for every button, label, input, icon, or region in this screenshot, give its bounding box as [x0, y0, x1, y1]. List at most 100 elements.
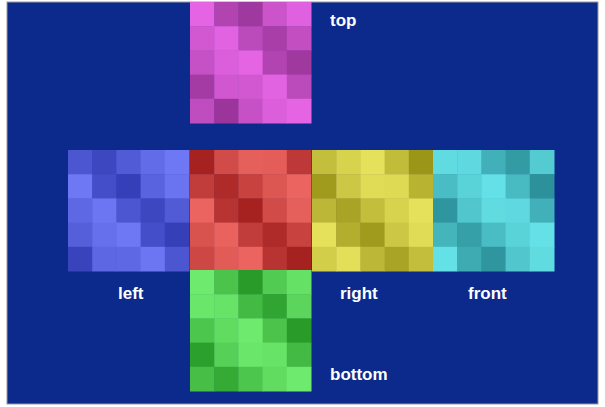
- texture-cell: [336, 150, 361, 175]
- texture-cell: [116, 247, 141, 272]
- texture-cell: [287, 367, 312, 392]
- texture-cell: [409, 247, 434, 272]
- texture-cell: [68, 223, 93, 248]
- texture-cell: [68, 198, 93, 223]
- texture-cell: [190, 223, 215, 248]
- texture-cell: [336, 174, 361, 199]
- texture-cell: [141, 247, 166, 272]
- texture-cell: [506, 223, 531, 248]
- texture-cell: [530, 174, 555, 199]
- texture-cell: [214, 270, 239, 295]
- texture-cell: [287, 247, 312, 272]
- texture-cell: [116, 174, 141, 199]
- texture-cell: [287, 318, 312, 343]
- texture-cell: [312, 174, 337, 199]
- texture-cell: [433, 223, 458, 248]
- texture-cell: [214, 99, 239, 124]
- face-label: right: [340, 285, 378, 302]
- texture-cell: [263, 247, 288, 272]
- texture-cell: [92, 247, 117, 272]
- texture-cell: [433, 174, 458, 199]
- texture-cell: [92, 198, 117, 223]
- texture-cell: [68, 174, 93, 199]
- texture-cell: [190, 343, 215, 368]
- texture-cell: [263, 294, 288, 319]
- texture-cell: [312, 150, 337, 175]
- texture-cell: [385, 223, 410, 248]
- texture-cell: [385, 247, 410, 272]
- texture-cell: [214, 174, 239, 199]
- texture-cell: [214, 75, 239, 100]
- texture-cell: [190, 174, 215, 199]
- texture-cell: [238, 223, 263, 248]
- texture-cell: [481, 247, 506, 272]
- texture-cell: [238, 247, 263, 272]
- texture-cell: [263, 223, 288, 248]
- texture-cell: [238, 150, 263, 175]
- texture-cell: [263, 198, 288, 223]
- texture-cell: [190, 318, 215, 343]
- texture-cell: [141, 223, 166, 248]
- texture-cell: [457, 247, 482, 272]
- texture-cell: [287, 50, 312, 75]
- texture-cell: [336, 198, 361, 223]
- background-panel: [7, 2, 598, 404]
- texture-cell: [263, 75, 288, 100]
- right-face: [312, 150, 434, 272]
- texture-cell: [312, 198, 337, 223]
- texture-cell: [287, 99, 312, 124]
- texture-cell: [409, 223, 434, 248]
- texture-cell: [238, 294, 263, 319]
- texture-cell: [238, 26, 263, 51]
- texture-cell: [263, 343, 288, 368]
- texture-cell: [481, 223, 506, 248]
- texture-cell: [190, 26, 215, 51]
- texture-cell: [141, 198, 166, 223]
- texture-cell: [312, 247, 337, 272]
- front-face: [433, 150, 555, 272]
- texture-cell: [312, 223, 337, 248]
- texture-cell: [530, 150, 555, 175]
- texture-cell: [214, 2, 239, 27]
- texture-cell: [530, 223, 555, 248]
- texture-cell: [238, 367, 263, 392]
- texture-cell: [238, 2, 263, 27]
- texture-cell: [190, 99, 215, 124]
- left-face: [68, 150, 190, 272]
- texture-cell: [238, 50, 263, 75]
- texture-cell: [481, 198, 506, 223]
- texture-cell: [506, 198, 531, 223]
- texture-cell: [433, 198, 458, 223]
- texture-cell: [457, 223, 482, 248]
- texture-cell: [263, 270, 288, 295]
- texture-cell: [530, 247, 555, 272]
- texture-cell: [141, 150, 166, 175]
- texture-cell: [263, 2, 288, 27]
- texture-cell: [287, 343, 312, 368]
- texture-cell: [287, 174, 312, 199]
- texture-cell: [287, 2, 312, 27]
- texture-cell: [263, 150, 288, 175]
- texture-cell: [165, 198, 190, 223]
- texture-cell: [506, 150, 531, 175]
- texture-cell: [263, 367, 288, 392]
- texture-cell: [190, 75, 215, 100]
- face-label: left: [118, 285, 144, 302]
- texture-cell: [409, 174, 434, 199]
- face-label: top: [330, 12, 356, 29]
- texture-cell: [190, 2, 215, 27]
- texture-cell: [263, 318, 288, 343]
- texture-cell: [214, 367, 239, 392]
- texture-cell: [530, 198, 555, 223]
- texture-cell: [190, 270, 215, 295]
- texture-cell: [190, 367, 215, 392]
- face-label: front: [468, 285, 507, 302]
- texture-cell: [481, 174, 506, 199]
- texture-cell: [116, 150, 141, 175]
- texture-cell: [214, 223, 239, 248]
- texture-cell: [214, 247, 239, 272]
- texture-cell: [214, 26, 239, 51]
- texture-cell: [116, 198, 141, 223]
- texture-cell: [263, 26, 288, 51]
